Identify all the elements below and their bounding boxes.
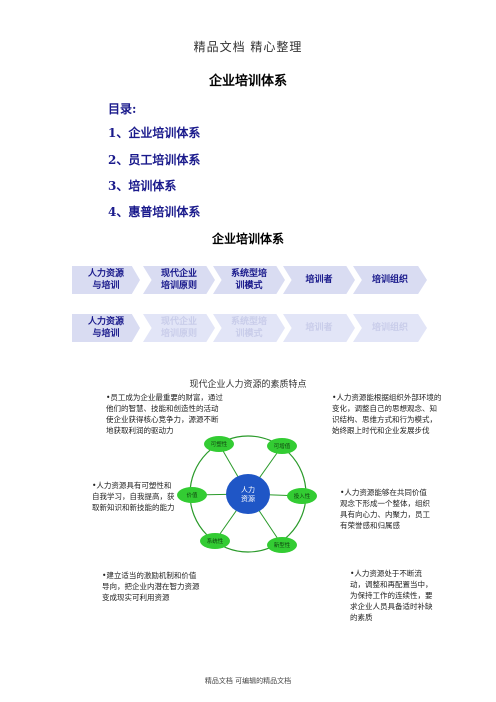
toc-item-4[interactable]: 4、惠普培训体系 <box>108 205 201 219</box>
section-title: 企业培训体系 <box>211 232 284 246</box>
process-step-5: 培训组织 <box>353 266 427 294</box>
process-step-4-faded: 培训者 <box>283 314 355 342</box>
process-row-2: 人力资源与培训 现代企业培训原则 系统型培训模式 培训者 培训组织 <box>72 314 427 342</box>
svg-text:系统性: 系统性 <box>207 537 224 545</box>
process-step-2: 现代企业培训原则 <box>143 266 215 294</box>
note-top-left: •员工成为企业最重要的财富，通过他们的智慧、技能和创造性的活动使企业获得核心竞争… <box>106 393 223 435</box>
node-6: 新型性 <box>267 537 297 553</box>
svg-text:可增值: 可增值 <box>274 442 291 450</box>
process-step-4: 培训者 <box>283 266 355 294</box>
toc-item-3[interactable]: 3、培训体系 <box>108 179 177 193</box>
center-label-2: 资源 <box>241 494 255 503</box>
svg-text:可塑性: 可塑性 <box>211 440 228 448</box>
node-1: 可塑性 <box>204 436 234 452</box>
node-4: 投入性 <box>287 488 317 504</box>
note-bottom-left: •建立适当的激励机制和价值导向，把企业内潜在智力资源变成现实可利用资源 <box>102 571 200 602</box>
svg-text:投入性: 投入性 <box>294 492 311 500</box>
note-bottom-right: •人力资源处于不断流动，调整和再配置当中，为保持工作的连续性，要求企业人员具备适… <box>350 569 433 622</box>
diagram-title: 现代企业人力资源的素质特点 <box>189 380 307 390</box>
toc-item-1[interactable]: 1、企业培训体系 <box>108 126 201 140</box>
process-step-3: 系统型培训模式 <box>213 266 285 294</box>
note-top-right: •人力资源能根据组织外部环境的变化，调整自己的思想观念、知识结构、思维方式和行为… <box>332 393 442 435</box>
process-step-2-faded: 现代企业培训原则 <box>143 314 215 342</box>
svg-text:价值: 价值 <box>186 491 198 499</box>
toc-item-2[interactable]: 2、员工培训体系 <box>108 153 201 167</box>
process-step-5-faded: 培训组织 <box>353 314 427 342</box>
process-step-3-faded: 系统型培训模式 <box>213 314 285 342</box>
process-row-1: 人力资源与培训 现代企业培训原则 系统型培训模式 培训者 培训组织 <box>72 266 427 294</box>
page-footer: 精品文档 可编辑的精品文档 <box>204 677 292 685</box>
page-title: 企业培训体系 <box>208 74 287 89</box>
node-2: 可增值 <box>267 438 297 454</box>
svg-text:新型性: 新型性 <box>274 541 291 549</box>
process-step-1: 人力资源与培训 <box>72 266 140 294</box>
node-3: 价值 <box>177 487 207 503</box>
process-step-1-active: 人力资源与培训 <box>72 314 140 342</box>
node-5: 系统性 <box>200 533 230 549</box>
center-node <box>226 474 270 514</box>
hr-traits-diagram: 人力 资源 可塑性 可增值 价值 投入性 系统性 新型性 <box>177 435 317 553</box>
page-header: 精品文档 精心整理 <box>193 40 303 54</box>
note-middle-left: •人力资源具有可塑性和自我学习，自我提高，获取新知识和新技能的能力 <box>92 481 175 512</box>
note-middle-right: •人力资源能够在共同价值观念下形成一个整体，组织具有向心力、内聚力，员工有荣誉感… <box>340 488 430 530</box>
center-label-1: 人力 <box>241 485 255 494</box>
toc-heading: 目录: <box>108 102 137 116</box>
